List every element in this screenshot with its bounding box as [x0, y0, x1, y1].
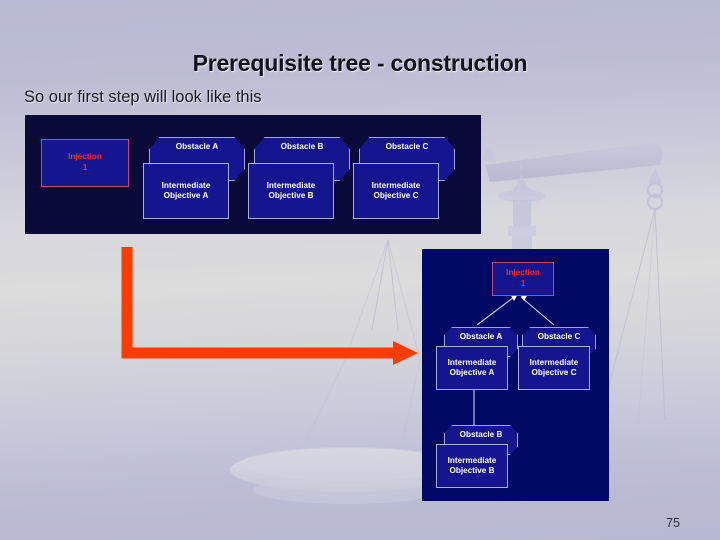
bottom-intermediate-objective-b[interactable]: Intermediate Objective B [436, 444, 508, 488]
bottom-diagram-panel: Injection 1 Obstacle A Intermediate Obje… [422, 249, 609, 501]
top-diagram-panel: Injection 1 Obstacle A Intermediate Obje… [25, 115, 481, 234]
page-subtitle: So our first step will look like this [24, 88, 262, 106]
obstacle-label: Obstacle A [175, 142, 219, 151]
top-intermediate-objective-b[interactable]: Intermediate Objective B [248, 163, 334, 219]
bottom-intermediate-objective-a[interactable]: Intermediate Objective A [436, 346, 508, 390]
io-label-line1: Intermediate [371, 180, 421, 190]
injection-label-line1: Injection [506, 268, 540, 278]
io-label-line1: Intermediate [447, 357, 497, 367]
io-label-line2: Objective C [373, 191, 419, 200]
io-label-line2: Objective C [531, 368, 577, 377]
obstacle-label: Obstacle B [459, 430, 503, 439]
obstacle-label: Obstacle C [385, 142, 429, 151]
transform-elbow-arrow [121, 247, 418, 365]
injection-label-line2: 1 [82, 163, 88, 172]
io-label-line1: Intermediate [447, 455, 497, 465]
io-label-line2: Objective B [268, 191, 314, 200]
top-intermediate-objective-c[interactable]: Intermediate Objective C [353, 163, 439, 219]
bottom-intermediate-objective-c[interactable]: Intermediate Objective C [518, 346, 590, 390]
io-label-line1: Intermediate [266, 180, 316, 190]
top-injection-node[interactable]: Injection 1 [41, 139, 129, 187]
injection-label-line2: 1 [520, 279, 526, 288]
io-label-line2: Objective A [163, 191, 209, 200]
obstacle-label: Obstacle C [537, 332, 581, 341]
injection-label-line1: Injection [68, 152, 102, 162]
io-label-line1: Intermediate [161, 180, 211, 190]
obstacle-label: Obstacle A [459, 332, 503, 341]
page-number: 75 [666, 516, 680, 530]
bottom-injection-node[interactable]: Injection 1 [492, 262, 554, 296]
io-label-line2: Objective A [449, 368, 495, 377]
top-intermediate-objective-a[interactable]: Intermediate Objective A [143, 163, 229, 219]
io-label-line2: Objective B [449, 466, 495, 475]
io-label-line1: Intermediate [529, 357, 579, 367]
page-title: Prerequisite tree - construction [192, 50, 528, 76]
obstacle-label: Obstacle B [280, 142, 324, 151]
